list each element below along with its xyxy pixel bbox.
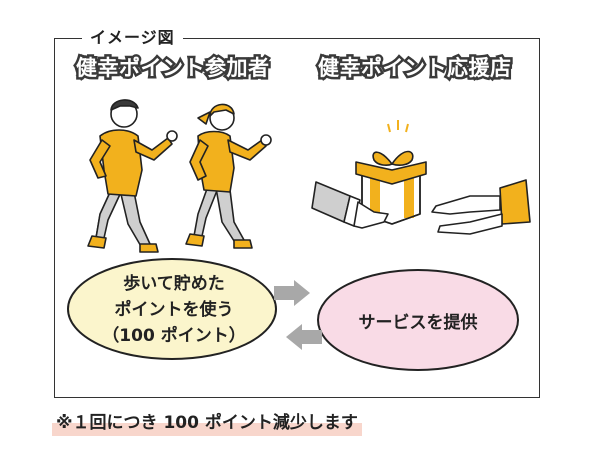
frame-title: イメージ図 — [82, 24, 183, 48]
bubble-left-shape — [67, 258, 277, 360]
runner-woman-icon — [185, 103, 272, 249]
heading-participant: 健幸ポイント参加者 — [74, 54, 272, 83]
bubble-right-shape — [317, 269, 519, 371]
bubble-left: 歩いて貯めた ポイントを使う （100 ポイント） — [68, 260, 280, 360]
bubble-left-line2: ポイントを使う — [114, 300, 234, 320]
receiving-hands-icon — [431, 179, 531, 235]
giving-hand-icon — [311, 181, 389, 229]
diagram-frame — [54, 38, 540, 398]
bubble-left-text: 歩いて貯めた ポイントを使う （100 ポイント） — [102, 271, 245, 349]
gift-box-icon — [355, 120, 427, 225]
bubble-left-line3: （100 ポイント） — [102, 326, 246, 346]
bubble-right-text: サービスを提供 — [358, 312, 478, 333]
footnote: ※１回につき 100 ポイント減少します — [52, 410, 362, 436]
bubble-right: サービスを提供 — [318, 270, 518, 370]
heading-supporter: 健幸ポイント応援店 — [316, 54, 514, 83]
bubble-left-line1: 歩いて貯めた — [123, 274, 225, 294]
runner-man-icon — [87, 99, 178, 253]
arrow-right-icon — [274, 280, 310, 306]
arrow-left-icon — [286, 324, 322, 350]
